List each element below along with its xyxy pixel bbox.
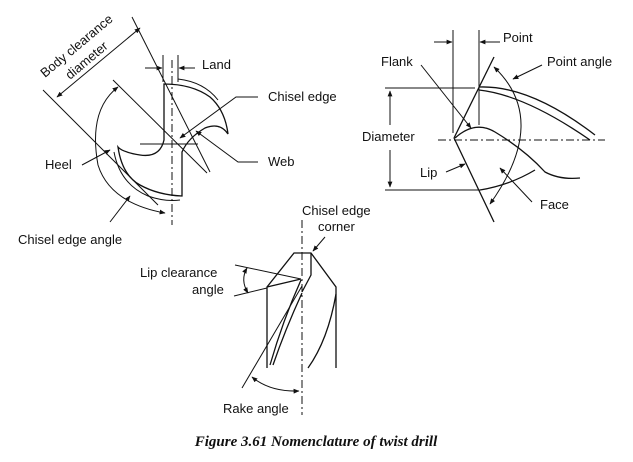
chisel-edge-corner-line bbox=[301, 253, 312, 293]
lip-clearance-line-2 bbox=[233, 287, 268, 297]
label-chisel-edge-corner-2: corner bbox=[318, 219, 356, 234]
label-land: Land bbox=[202, 57, 231, 72]
chisel-edge-line bbox=[112, 79, 208, 174]
flute-line-1 bbox=[269, 279, 302, 366]
lip-leader bbox=[445, 163, 466, 173]
rake-angle-arc bbox=[251, 376, 300, 394]
lip-edge bbox=[453, 137, 495, 223]
label-rake-angle: Rake angle bbox=[223, 401, 289, 416]
label-heel: Heel bbox=[45, 157, 72, 172]
flute-upper-1 bbox=[478, 86, 596, 136]
label-diameter: Diameter bbox=[362, 129, 415, 144]
label-chisel-edge-corner: Chisel edge bbox=[302, 203, 371, 218]
label-chisel-edge: Chisel edge bbox=[268, 89, 337, 104]
label-chisel-edge-angle: Chisel edge angle bbox=[18, 232, 122, 247]
label-face: Face bbox=[540, 197, 569, 212]
flank-edge bbox=[453, 56, 495, 139]
flute-lower bbox=[454, 126, 581, 180]
flute-line-3 bbox=[307, 293, 337, 369]
face-leader bbox=[499, 167, 533, 203]
dimension-extension-line bbox=[131, 16, 211, 173]
lip-clearance-angle-arc bbox=[242, 267, 249, 294]
side-view: Point Flank Point angle Diameter Lip Fac… bbox=[362, 30, 612, 223]
heel-leader bbox=[81, 149, 111, 166]
face-curve bbox=[479, 169, 536, 191]
label-web: Web bbox=[268, 154, 295, 169]
drill-tip-outline bbox=[266, 252, 337, 368]
flute-line-2 bbox=[272, 292, 303, 366]
flank-leader bbox=[420, 64, 472, 129]
chisel-edge-leader bbox=[179, 96, 258, 139]
chisel-edge-angle-arc bbox=[95, 86, 166, 215]
chisel-corner-leader bbox=[312, 236, 326, 252]
point-angle-arc bbox=[489, 66, 522, 205]
label-point: Point bbox=[503, 30, 533, 45]
figure-caption: Figure 3.61 Nomenclature of twist drill bbox=[194, 434, 438, 450]
heel-margin bbox=[113, 151, 181, 201]
land-margin bbox=[177, 78, 219, 101]
tip-view: Chisel edge corner Lip clearance angle R… bbox=[140, 203, 371, 416]
lip-edge-line bbox=[266, 278, 302, 288]
label-point-angle: Point angle bbox=[547, 54, 612, 69]
label-lip-clearance-angle: angle bbox=[192, 282, 224, 297]
web-leader bbox=[195, 130, 258, 163]
label-flank: Flank bbox=[381, 54, 413, 69]
body-clearance-dimension-arrow bbox=[56, 27, 141, 98]
flute-upper-2 bbox=[478, 89, 591, 141]
lip-clearance-line-1 bbox=[234, 264, 302, 280]
end-view: Body clearance diameter Land Chisel edge… bbox=[18, 11, 337, 247]
label-lip-clearance: Lip clearance bbox=[140, 265, 217, 280]
point-angle-leader bbox=[512, 64, 543, 80]
rake-reference-line bbox=[241, 285, 303, 389]
chisel-edge-angle-leader bbox=[109, 195, 131, 223]
label-lip: Lip bbox=[420, 165, 437, 180]
